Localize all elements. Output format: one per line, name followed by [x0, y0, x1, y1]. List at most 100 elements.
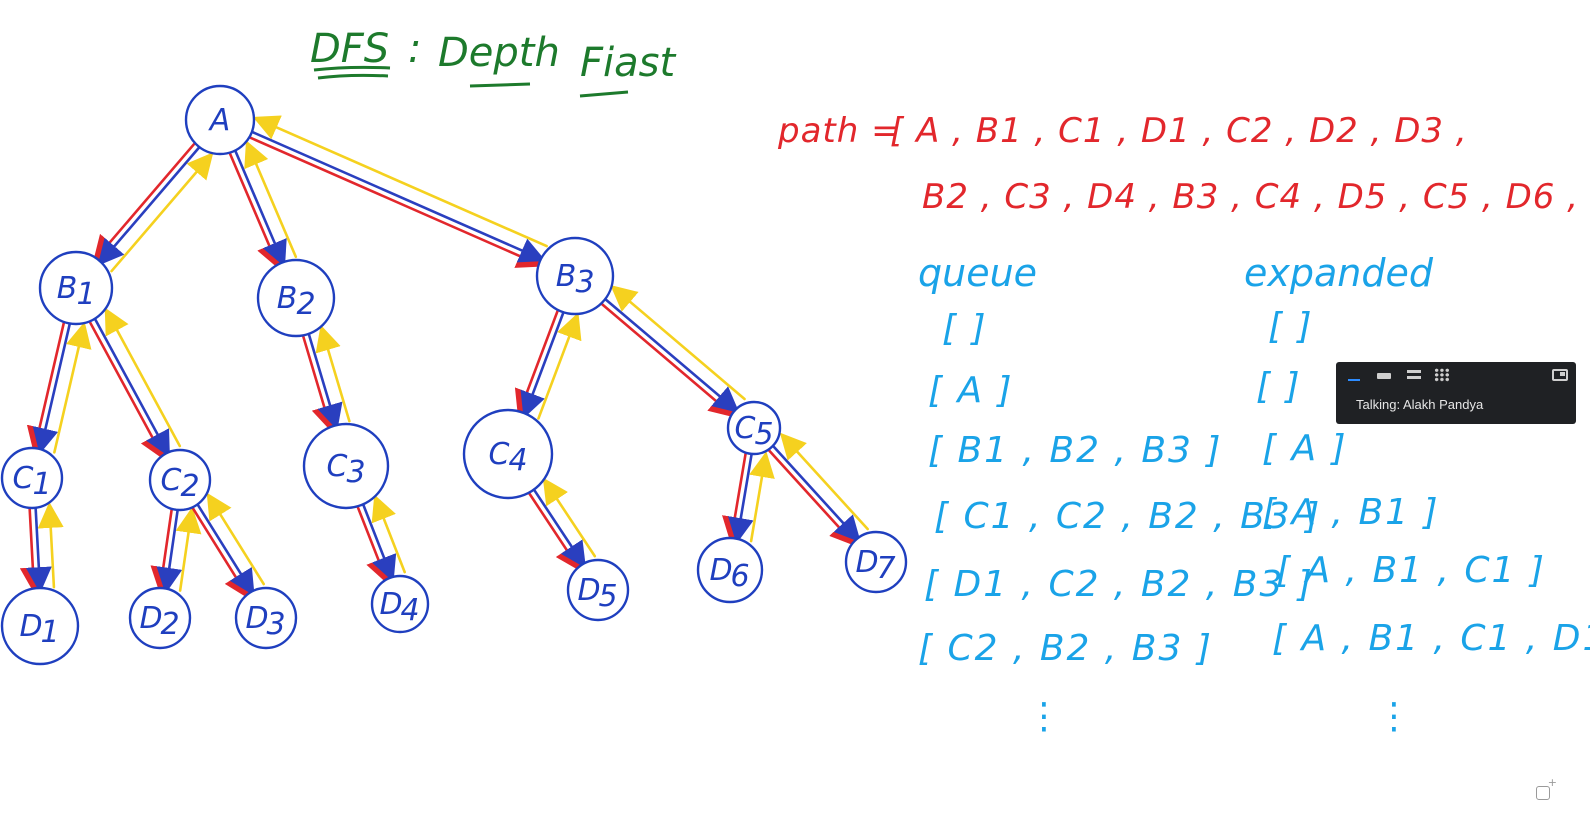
edge-descend-arrow: [233, 149, 287, 268]
edge-backtrack-arrow: [244, 140, 298, 259]
node-label: C: [327, 449, 348, 484]
edge-backtrack-arrow: [537, 312, 582, 420]
gallery-view-icon[interactable]: [1434, 368, 1450, 382]
pop-out-icon[interactable]: [1552, 369, 1568, 381]
tree-node-c4: C4: [462, 408, 554, 500]
queue-row: [ D1 , C2 , B2 , B3 ]: [924, 564, 1314, 605]
edge-forward-arrow: [248, 136, 544, 268]
node-label: D: [19, 609, 42, 644]
node-subscript: 2: [160, 607, 179, 642]
strip-view-icon[interactable]: [1406, 368, 1422, 382]
edge-backtrack-arrow: [110, 152, 214, 273]
edge-descend-arrow: [196, 503, 255, 596]
node-circle: [0, 446, 64, 510]
tree-node-d6: D6: [696, 536, 764, 604]
title-word-dfs: DFS: [310, 26, 389, 72]
edge-descend-arrow: [520, 310, 565, 419]
node-subscript: 4: [400, 593, 419, 628]
tree-node-d1: D1: [0, 586, 80, 666]
edge-forward-arrow: [228, 151, 282, 270]
node-label: D: [139, 601, 162, 636]
minimize-icon[interactable]: [1346, 368, 1362, 382]
edge-forward-arrow: [191, 506, 250, 600]
talking-indicator: Talking: Alakh Pandya: [1356, 397, 1484, 412]
tree-node-c3: C3: [302, 422, 390, 510]
queue-heading: queue: [918, 251, 1037, 295]
edge-forward-arrow: [150, 507, 177, 593]
speaker-view-icon[interactable]: [1376, 368, 1392, 382]
path-line-2: B2 , C3 , D4 , B3 , C4 , D5 , C5 , D6 , …: [922, 177, 1590, 217]
expanded-heading: expanded: [1244, 251, 1434, 295]
expanded-row: [ A , B1 ]: [1262, 492, 1440, 533]
node-label: D: [577, 573, 600, 608]
tree-node-c2: C2: [148, 448, 212, 512]
edge-forward-arrow: [356, 505, 391, 585]
edge-descend-arrow: [361, 503, 397, 583]
tree-edges: [19, 115, 869, 600]
title-word-first: Fiast: [580, 40, 676, 86]
node-circle: [370, 574, 430, 634]
edge-descend-arrow: [97, 145, 201, 266]
title-underline-3: [469, 82, 531, 88]
queue-ellipsis: ⋮: [1026, 696, 1064, 737]
node-circle: [726, 400, 782, 456]
node-subscript: 1: [32, 467, 51, 502]
node-subscript: 3: [346, 455, 365, 490]
queue-column: queue [ ] [ A ] [ B1 , B2 , B3 ] [ C1 , …: [918, 251, 1319, 737]
queue-row: [ ]: [942, 308, 988, 349]
node-circle: [0, 586, 80, 666]
expanded-ellipsis: ⋮: [1376, 696, 1414, 737]
edge-backtrack-arrow: [749, 451, 775, 543]
title-word-depth: Depth: [438, 30, 560, 76]
edge-descend-arrow: [307, 332, 343, 431]
new-page-icon[interactable]: [1536, 776, 1557, 800]
title-underline-2: [317, 73, 389, 80]
node-circle: [535, 236, 615, 316]
tree-node-d2: D2: [128, 586, 192, 650]
meeting-widget[interactable]: Talking: Alakh Pandya: [1336, 362, 1576, 424]
expanded-row: [ A ]: [1262, 428, 1348, 469]
edge-forward-arrow: [301, 334, 337, 432]
node-circle: [302, 422, 390, 510]
edge-forward-arrow: [767, 448, 857, 547]
edge-backtrack-arrow: [37, 501, 64, 589]
edge-descend-arrow: [771, 444, 861, 543]
tree-node-c1: C1: [0, 446, 64, 510]
edge-backtrack-arrow: [779, 432, 869, 531]
queue-row: [ C2 , B2 , B3 ]: [918, 628, 1213, 669]
node-circle: [148, 448, 212, 512]
tree-node-d7: D7: [844, 530, 908, 594]
title-underline-1: [313, 65, 391, 72]
node-label: D: [709, 553, 732, 588]
tree-node-d5: D5: [566, 558, 630, 622]
node-subscript: 3: [575, 265, 594, 300]
node-circle: [844, 530, 908, 594]
expanded-column: expanded [ ] [ ] [ A ] [ A , B1 ] [ A , …: [1244, 251, 1590, 737]
node-label: B: [277, 281, 298, 316]
edge-backtrack-arrow: [104, 307, 182, 448]
edge-descend-arrow: [156, 508, 183, 594]
node-label: B: [556, 259, 577, 294]
node-label: D: [379, 587, 402, 622]
tree-node-d3: D3: [234, 586, 298, 650]
node-circle: [462, 408, 554, 500]
node-subscript: 4: [508, 443, 527, 478]
tree-node-c5: C5: [726, 400, 782, 456]
edge-backtrack-arrow: [610, 285, 746, 401]
node-subscript: 2: [180, 469, 199, 504]
node-label: C: [489, 437, 510, 472]
edge-backtrack-arrow: [315, 324, 351, 423]
edge-descend-arrow: [532, 488, 586, 569]
queue-row: [ A ]: [928, 370, 1014, 411]
node-subscript: 1: [40, 615, 59, 650]
node-subscript: 6: [730, 559, 749, 594]
expanded-row: [ A , B1 , C1 , D1 ]: [1272, 618, 1590, 659]
node-circle: [128, 586, 192, 650]
edge-forward-arrow: [514, 308, 560, 417]
edge-forward-arrow: [600, 302, 736, 418]
